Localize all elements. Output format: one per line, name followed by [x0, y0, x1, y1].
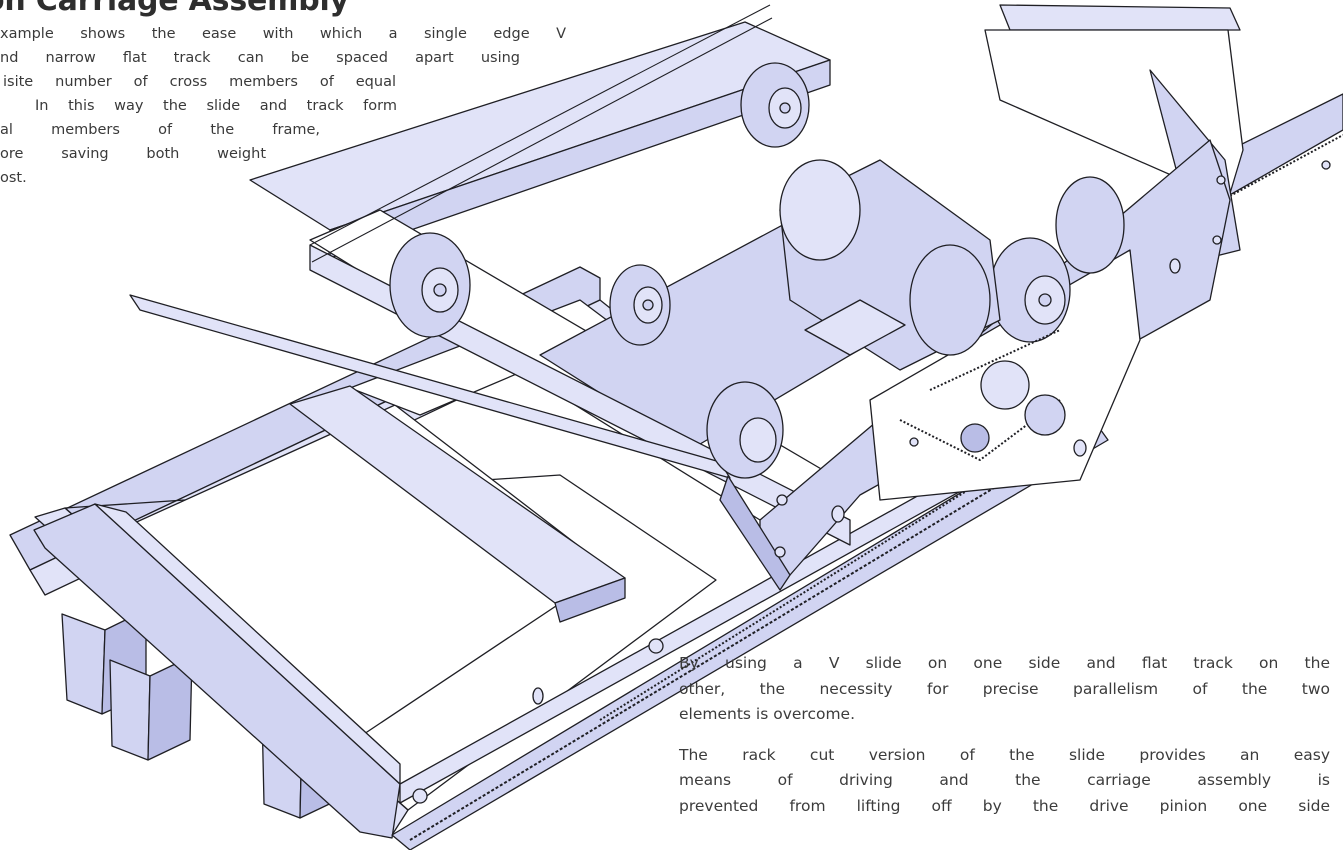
- intro-line: nd narrow flat track can be spaced apart…: [0, 50, 520, 66]
- motor-assembly: [779, 159, 1001, 371]
- bolt-holes: [412, 160, 1331, 804]
- outro-line: means of driving and the carriage assemb…: [679, 771, 1330, 789]
- outro-line: other, the necessity for precise paralle…: [679, 679, 1330, 698]
- page-title: on Carriage Assembly: [0, 0, 349, 18]
- outro-line: elements is overcome.: [679, 705, 856, 723]
- intro-line: isite number of cross members of equal: [3, 74, 396, 90]
- outro-line: prevented from lifting off by the drive …: [679, 796, 1330, 815]
- intro-line: xample shows the ease with which a singl…: [0, 26, 566, 42]
- outro-line: The rack cut version of the slide provid…: [679, 745, 1330, 764]
- outro-line: By using a V slide on one side and flat …: [679, 654, 1330, 672]
- intro-line: ost.: [0, 170, 27, 186]
- lower-frame: [9, 93, 1343, 850]
- outro-paragraph: The rack cut version of the slide provid…: [679, 743, 1330, 820]
- intro-line: ore saving both weight: [0, 146, 266, 162]
- gears: [929, 329, 1066, 453]
- intro-line: In this way the slide and track form: [35, 98, 397, 114]
- intro-line: al members of the frame,: [0, 122, 320, 138]
- outro-paragraph: By using a V slide on one side and flat …: [679, 651, 1330, 728]
- outro-text: By using a V slide on one side and flat …: [679, 651, 1330, 834]
- wheels: [389, 62, 1125, 479]
